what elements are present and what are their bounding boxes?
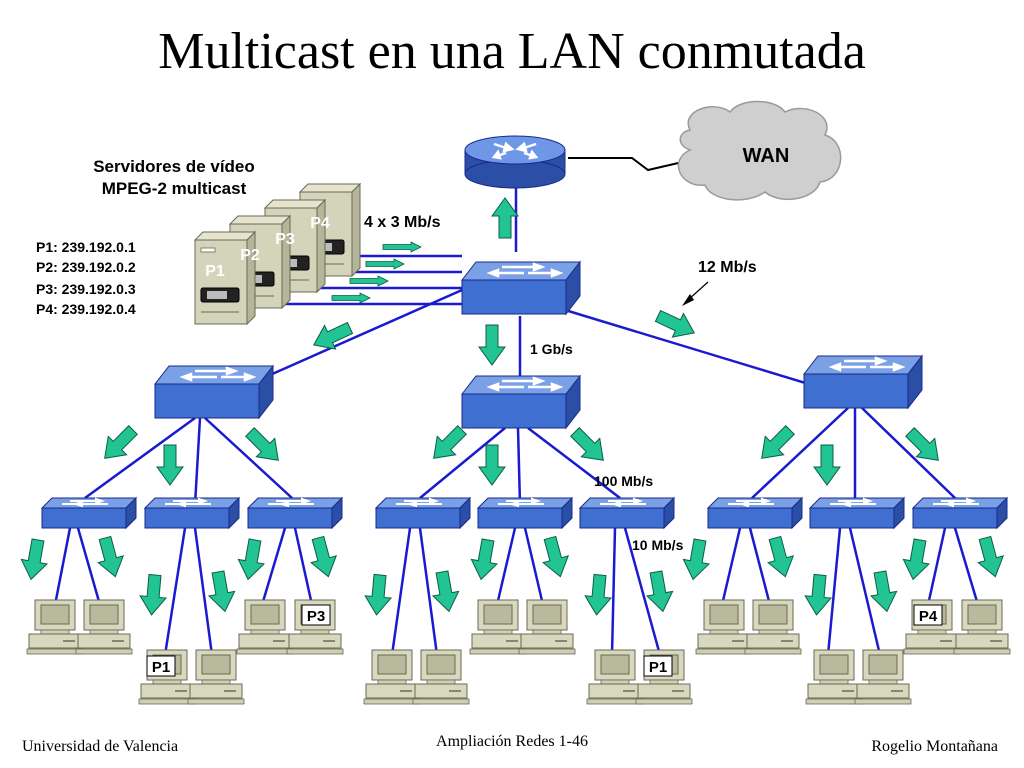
pc-icon xyxy=(854,649,912,705)
flow-arrow-icon xyxy=(971,534,1009,581)
pc-icon xyxy=(586,649,644,705)
host-tag: P1 xyxy=(152,659,170,676)
flow-arrow-icon xyxy=(349,275,389,287)
servers: P4 P3 P2 P1 xyxy=(194,183,361,325)
rate-100-label: 100 Mb/s xyxy=(594,473,653,489)
flow-arrow-icon xyxy=(803,573,834,617)
footer-course-page: Ampliación Redes 1-46 xyxy=(436,733,588,750)
router-icon xyxy=(464,135,566,189)
flow-arrow-icon xyxy=(17,537,52,583)
pc-icon xyxy=(805,649,863,705)
rate-12-label: 12 Mb/s xyxy=(698,259,757,276)
host-tag: P4 xyxy=(919,608,938,625)
access-switch-2-icon xyxy=(144,497,240,529)
servers-caption-line2: MPEG-2 multicast xyxy=(102,179,247,198)
flow-arrow-icon xyxy=(365,258,405,270)
flow-arrow-icon xyxy=(91,534,129,581)
group-address-p1: P1: 239.192.0.1 xyxy=(36,239,136,255)
flow-arrow-icon xyxy=(583,573,614,617)
pc-icon xyxy=(236,599,294,655)
flow-arrow-icon xyxy=(304,534,342,581)
dist-switch-right-icon xyxy=(802,354,924,410)
flow-arrow-icon xyxy=(813,444,841,486)
pc-icon xyxy=(469,599,527,655)
core-switch-icon xyxy=(460,260,582,316)
server-label-p4: P4 xyxy=(310,215,330,232)
access-switch-5-icon xyxy=(477,497,573,529)
wan-link xyxy=(568,157,701,172)
group-address-p3: P3: 239.192.0.3 xyxy=(36,281,136,297)
flow-arrow-icon xyxy=(467,537,502,583)
access-switch-4-icon xyxy=(375,497,471,529)
host-tag: P3 xyxy=(307,608,325,625)
access-switch-6-icon xyxy=(579,497,675,529)
flow-arrow-icon xyxy=(900,422,948,470)
footer-author: Rogelio Montañana xyxy=(871,738,998,755)
flow-arrow-icon xyxy=(536,534,574,581)
rate-1g-label: 1 Gb/s xyxy=(530,341,573,357)
access-switch-8-icon xyxy=(809,497,905,529)
dist-switch-center-icon xyxy=(460,374,582,430)
group-address-p4: P4: 239.192.0.4 xyxy=(36,301,136,317)
flow-arrow-icon xyxy=(156,444,184,486)
server-icon xyxy=(194,231,256,325)
flow-arrow-icon xyxy=(234,537,269,583)
cloud-icon xyxy=(677,100,842,201)
pc-icon xyxy=(75,599,133,655)
flow-arrow-icon xyxy=(331,292,371,304)
servers-caption-line1: Servidores de vídeo xyxy=(93,157,255,176)
flow-arrow-icon xyxy=(428,569,463,615)
server-label-p2: P2 xyxy=(240,247,260,264)
pc-icon xyxy=(363,649,421,705)
flow-arrow-icon xyxy=(679,537,714,583)
dist-switch-left-icon xyxy=(153,364,275,420)
flow-arrow-icon xyxy=(240,422,288,470)
access-switch-7-icon xyxy=(707,497,803,529)
flow-arrow-icon xyxy=(899,537,934,583)
footer-institution: Universidad de Valencia xyxy=(22,738,179,755)
hosts xyxy=(26,599,1011,705)
host-tags: P1 P3 P1 P4 xyxy=(146,604,943,677)
server-label-p1: P1 xyxy=(205,263,225,280)
flow-arrow-icon xyxy=(204,569,239,615)
pc-icon xyxy=(26,599,84,655)
slide-title: Multicast en una LAN conmutada xyxy=(158,23,866,80)
flow-arrow-icon xyxy=(491,197,519,239)
pc-icon xyxy=(744,599,802,655)
flow-arrow-icon xyxy=(307,315,356,358)
group-address-p2: P2: 239.192.0.2 xyxy=(36,259,136,275)
flow-arrow-icon xyxy=(138,573,169,617)
wan-label: WAN xyxy=(743,145,790,167)
flow-arrow-icon xyxy=(761,534,799,581)
flow-arrow-icon xyxy=(478,324,506,366)
pc-icon xyxy=(953,599,1011,655)
pc-icon xyxy=(695,599,753,655)
pc-icon xyxy=(518,599,576,655)
pc-icon xyxy=(187,649,245,705)
flow-arrow-icon xyxy=(866,569,901,615)
rate-4x3-label: 4 x 3 Mb/s xyxy=(364,214,441,231)
pc-icon xyxy=(412,649,470,705)
access-switch-9-icon xyxy=(912,497,1008,529)
server-label-p3: P3 xyxy=(275,231,295,248)
flow-arrow-icon xyxy=(382,241,422,253)
access-switch-1-icon xyxy=(41,497,137,529)
rate-10-label: 10 Mb/s xyxy=(632,537,684,553)
flow-arrow-icon xyxy=(478,444,506,486)
flow-arrow-icon xyxy=(363,573,394,617)
access-switch-3-icon xyxy=(247,497,343,529)
host-tag: P1 xyxy=(649,659,667,676)
